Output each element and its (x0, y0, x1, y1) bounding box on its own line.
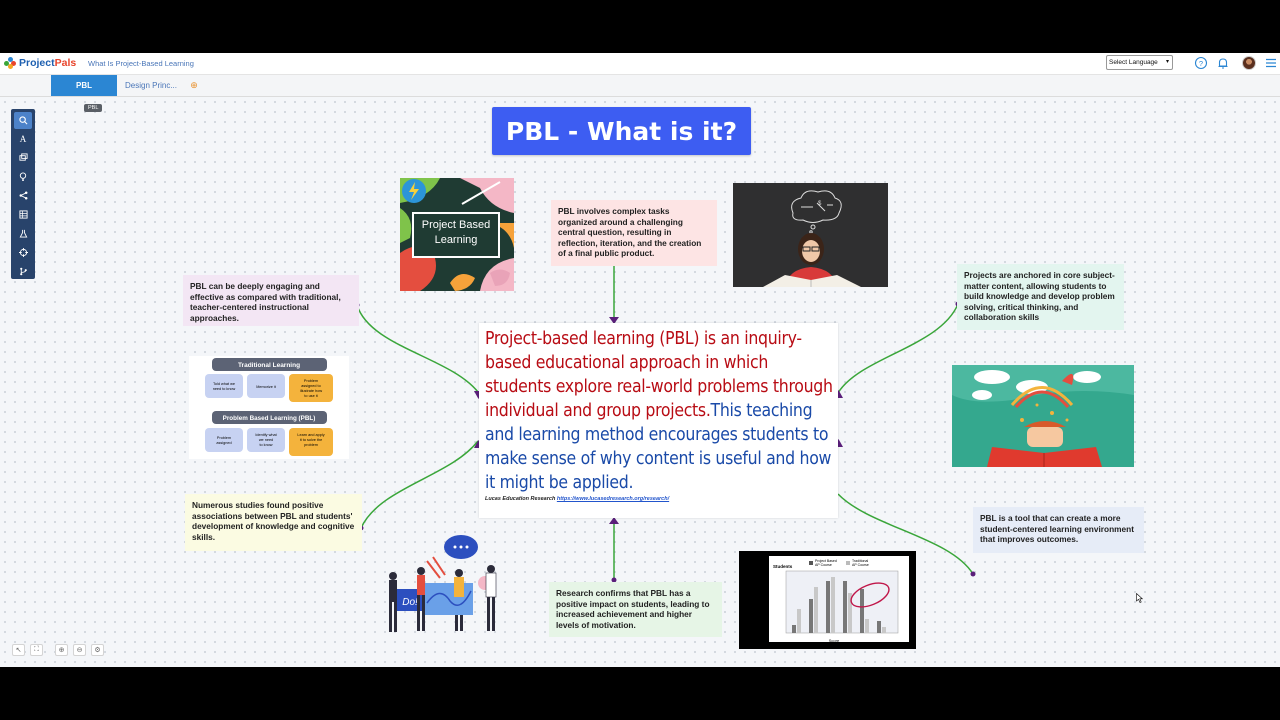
media-tool-icon[interactable] (14, 149, 32, 166)
note-left-bottom[interactable]: Numerous studies found positive associat… (185, 494, 362, 551)
svg-text:need to know: need to know (213, 387, 236, 391)
diagram-trad-step-3: Problem (304, 379, 318, 383)
tab-pbl[interactable]: PBL (51, 75, 117, 96)
app-window: ProjectPals What Is Project-Based Learni… (0, 53, 1280, 667)
mind-map-canvas[interactable]: PBL A ↖ ⛶ ⊕ ⊖ ⚙ (0, 97, 1280, 667)
bell-icon[interactable] (1216, 56, 1230, 70)
chart-legend-1: Project Based (815, 559, 837, 563)
logo-icon (4, 57, 16, 69)
pointer-icon[interactable]: ↖ (12, 644, 25, 656)
svg-text:$: $ (818, 201, 822, 207)
bottom-controls: ↖ ⛶ (12, 644, 43, 656)
svg-text:we need: we need (259, 438, 273, 442)
table-tool-icon[interactable] (14, 206, 32, 223)
central-text: Project-based learning (PBL) is an inqui… (485, 327, 833, 495)
svg-text:to use it: to use it (304, 394, 318, 398)
diagram-pbl-step-3: Learn and apply (297, 433, 324, 437)
image-reading-child[interactable] (952, 365, 1134, 467)
idea-tool-icon[interactable] (14, 168, 32, 185)
team-sign-text: Do! (402, 597, 418, 608)
diagram-pbl-step-1: Problem (217, 436, 231, 440)
note-left-top[interactable]: PBL can be deeply engaging and effective… (183, 275, 359, 326)
add-tab-icon[interactable]: ⊕ (190, 80, 198, 90)
canvas-toolbar: A (11, 109, 35, 279)
help-icon[interactable]: ? (1194, 56, 1208, 70)
tab-bar: PBL Design Princ... ⊕ (0, 75, 1280, 97)
share-tool-icon[interactable] (14, 187, 32, 204)
dropdown-arrow-icon: ▾ (1165, 59, 1169, 65)
diagram-pbl-title: Problem Based Learning (PBL) (223, 415, 316, 422)
note-top-center[interactable]: PBL involves complex tasks organized aro… (551, 200, 717, 266)
central-node[interactable]: Project-based learning (PBL) is an inqui… (479, 323, 838, 518)
svg-text:AP Course: AP Course (852, 563, 869, 567)
chart-legend-2: Traditional (852, 559, 868, 563)
target-tool-icon[interactable] (14, 244, 32, 261)
central-text-blue: This teaching and learning method encour… (485, 401, 832, 493)
zoom-out-icon[interactable]: ⊖ (73, 644, 86, 656)
tab-design-principles[interactable]: Design Princ... (124, 81, 178, 90)
svg-text:assigned to: assigned to (301, 384, 320, 388)
settings-icon[interactable]: ⚙ (91, 644, 104, 656)
menu-icon[interactable] (1264, 56, 1278, 70)
mouse-cursor-icon (1136, 593, 1143, 603)
zoom-controls: ⊕ ⊖ ⚙ (55, 644, 104, 656)
branch-tool-icon[interactable] (14, 263, 32, 280)
flask-tool-icon[interactable] (14, 225, 32, 242)
chart-ylabel: Students (773, 564, 793, 569)
document-title: What Is Project-Based Learning (88, 59, 194, 68)
chart-xlabel: Score (829, 638, 840, 643)
image-team-illustration[interactable]: Do! (385, 533, 505, 636)
diagram-trad-step-2: Memorize it (256, 385, 277, 389)
note-bottom-center[interactable]: Research confirms that PBL has a positiv… (549, 582, 722, 637)
tab-tooltip: PBL (84, 104, 103, 112)
note-right-bottom[interactable]: PBL is a tool that can create a more stu… (973, 507, 1144, 553)
svg-text:it to solve the: it to solve the (300, 438, 322, 442)
pbl-card-text: Project Based Learning (421, 219, 491, 246)
language-select[interactable]: Select Language▾ (1106, 55, 1173, 70)
map-title[interactable]: PBL - What is it? (492, 107, 751, 155)
image-girl-thinking[interactable]: $ (733, 183, 888, 287)
image-pbl-card[interactable]: Project Based Learning (400, 178, 514, 291)
projectpals-logo[interactable]: ProjectPals (4, 57, 76, 69)
svg-text:to know: to know (259, 443, 272, 447)
avatar[interactable] (1242, 56, 1256, 70)
svg-text:illustrate how: illustrate how (300, 389, 322, 393)
central-text-red: Project-based learning (PBL) is an inqui… (485, 329, 833, 421)
svg-text:AP Course: AP Course (815, 563, 832, 567)
citation-link[interactable]: https://www.lucasedresearch.org/research… (556, 496, 670, 502)
image-learning-diagram[interactable]: Traditional Learning Told what we need t… (189, 356, 349, 459)
zoom-in-icon[interactable]: ⊕ (55, 644, 68, 656)
diagram-trad-step-1: Told what we (213, 382, 235, 386)
svg-text:assigned: assigned (216, 441, 231, 445)
diagram-pbl-step-2: Identify what (255, 433, 277, 437)
svg-text:?: ? (1199, 59, 1203, 68)
diagram-traditional-title: Traditional Learning (238, 362, 300, 369)
search-tool-icon[interactable] (14, 112, 32, 129)
logo-text: ProjectPals (19, 57, 77, 69)
svg-text:problem: problem (304, 443, 318, 447)
fit-screen-icon[interactable]: ⛶ (30, 644, 43, 656)
note-right-top[interactable]: Projects are anchored in core subject-ma… (957, 264, 1124, 330)
image-bar-chart[interactable]: Students Project Based AP Course Traditi… (739, 551, 916, 649)
top-bar: ProjectPals What Is Project-Based Learni… (0, 53, 1280, 75)
citation: Lucas Education Research https://www.luc… (485, 496, 670, 502)
text-tool-icon[interactable]: A (19, 133, 27, 144)
